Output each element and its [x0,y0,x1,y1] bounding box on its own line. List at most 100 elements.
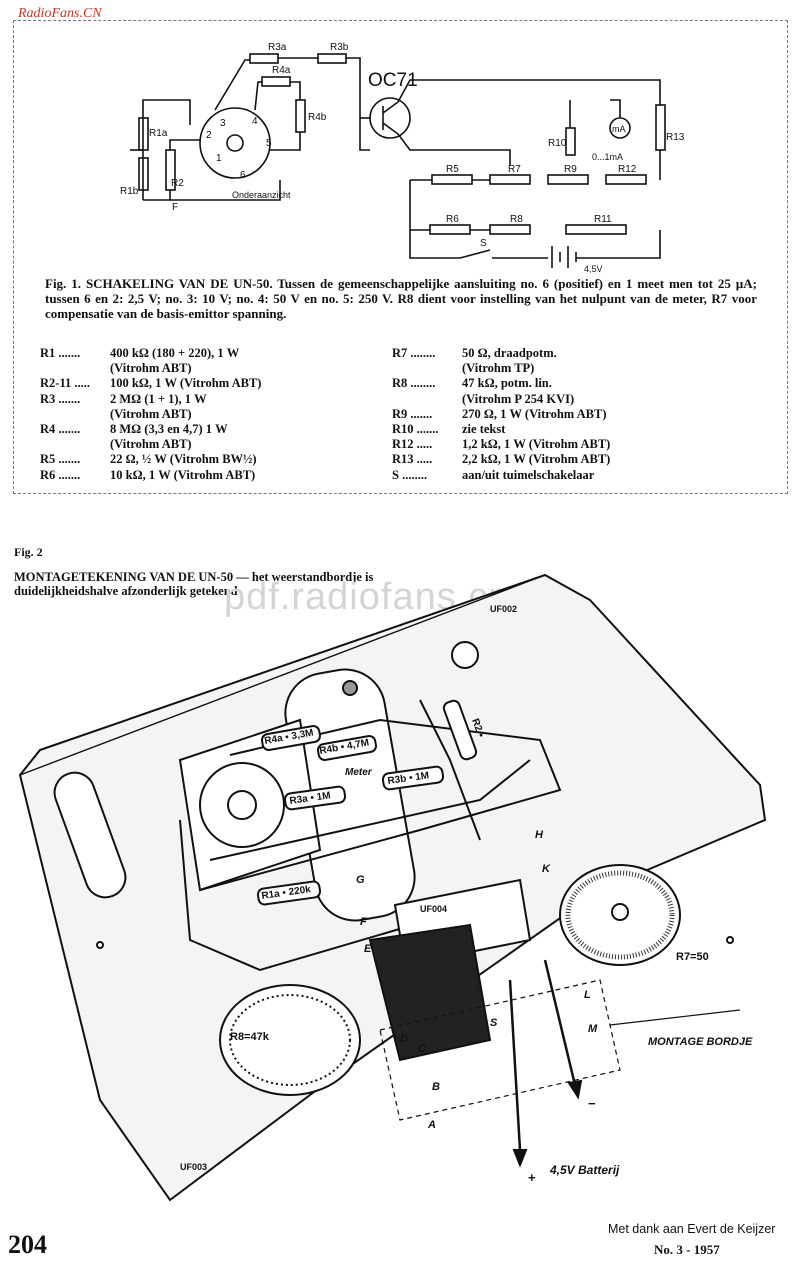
resistor-r6 [429,224,471,235]
svg-text:1: 1 [216,153,222,164]
tube-socket [199,107,271,179]
resistor-r7 [489,174,531,185]
svg-text:UF004: UF004 [420,904,447,914]
resistor-r9 [547,174,589,185]
svg-text:R3b: R3b [330,42,349,53]
svg-text:S: S [480,238,487,249]
svg-text:6: 6 [240,170,246,181]
figure-2-caption: MONTAGETEKENING VAN DE UN-50 — het weers… [14,570,374,598]
resistor-r3b [317,53,347,64]
battery-lead-plus [508,979,522,1151]
figure-2-drawing: UF002 UF004 UF003 R4a • 3,3M R4b • 4,7M … [18,573,767,1202]
svg-text:L: L [584,989,591,1001]
svg-text:3: 3 [220,118,226,129]
figure-1-schematic: OC71 R3a R3b R4a R4b R1a R1b R2 R5 R7 R9… [120,42,685,274]
svg-text:M: M [588,1023,598,1035]
resistor-r11 [565,224,627,235]
svg-text:4: 4 [252,116,258,127]
svg-text:H: H [535,829,544,841]
parts-row: R3 .......2 MΩ (1 + 1), 1 W(Vitrohm P 25… [40,391,575,406]
svg-text:R2: R2 [171,178,184,189]
parts-row: (Vitrohm ABT)R9 .......270 Ω, 1 W (Vitro… [110,406,607,421]
parts-row: (Vitrohm ABT)R12 .....1,2 kΩ, 1 W (Vitro… [110,437,611,452]
svg-text:4,5V: 4,5V [584,264,603,274]
svg-text:−: − [588,1096,596,1111]
resistor-r4a [261,725,321,751]
transformer [368,923,492,1062]
svg-text:R4b: R4b [308,112,327,123]
figure-2-label: Fig. 2 [14,545,43,559]
figure-1-frame [13,20,788,494]
svg-text:5: 5 [266,138,272,149]
meter-screw [342,680,358,696]
svg-text:R8: R8 [510,214,523,225]
svg-text:R11: R11 [594,214,612,225]
svg-text:D: D [400,1033,408,1045]
svg-text:K: K [542,863,551,875]
svg-text:2: 2 [206,130,212,141]
svg-text:R4a: R4a [272,65,291,76]
resistor-r1b [138,157,149,191]
svg-text:R5: R5 [446,164,459,175]
parts-row: R2-11 .....100 kΩ, 1 W (Vitrohm ABT)R8 .… [40,376,552,391]
svg-text:R1a: R1a [149,128,168,139]
svg-text:+: + [528,1170,536,1185]
resistor-r1a [138,117,149,151]
parts-row: (Vitrohm ABT)(Vitrohm TP) [110,361,535,376]
svg-text:B: B [432,1081,440,1093]
svg-text:R3a: R3a [268,42,287,53]
svg-text:R8=47k: R8=47k [230,1031,270,1043]
svg-text:G: G [356,874,365,886]
svg-text:R6: R6 [446,214,459,225]
resistor-r5 [431,174,473,185]
figure-1-caption: Fig. 1. SCHAKELING VAN DE UN-50. Tussen … [45,276,757,321]
svg-text:R7=50: R7=50 [676,951,709,963]
svg-text:S: S [490,1017,498,1029]
resistor-r12 [605,174,647,185]
resistor-r1a [256,880,322,906]
resistor-r4b [317,735,377,761]
svg-text:4,5V Batterij: 4,5V Batterij [549,1163,620,1177]
svg-text:E: E [364,943,372,955]
page-number: 204 [8,1230,47,1259]
svg-text:0...1mA: 0...1mA [592,152,623,162]
svg-text:C: C [418,1043,427,1055]
transistor-oc71 [369,97,411,139]
resistor-r2 [442,699,478,761]
svg-text:Onderaanzicht: Onderaanzicht [232,190,291,200]
site-watermark: RadioFans.CN [18,6,102,21]
montage-board-outline [379,979,621,1121]
resistor-r8 [489,224,531,235]
svg-text:MONTAGE BORDJE: MONTAGE BORDJE [648,1036,753,1048]
svg-text:Meter: Meter [345,767,373,778]
svg-text:UF002: UF002 [490,604,517,614]
chassis-hole [451,641,479,669]
svg-text:R9: R9 [564,164,577,175]
resistor-r3a [249,53,279,64]
resistor-r4a [261,76,291,87]
chassis-slot [53,771,127,899]
oc71-label: OC71 [368,70,418,91]
resistor-r4b [295,99,306,133]
potentiometer-r8 [219,984,361,1096]
parts-row: R6 .......10 kΩ, 1 W (Vitrohm ABT)S ....… [40,467,595,482]
credit-line: Met dank aan Evert de Keijzer [608,1222,776,1236]
svg-text:F: F [360,916,367,928]
battery-lead-minus [543,959,577,1086]
svg-text:R13: R13 [666,132,685,143]
svg-text:A: A [427,1119,436,1131]
resistor-r3b [381,765,445,791]
svg-text:R12: R12 [618,164,637,175]
svg-text:R1b: R1b [120,186,139,197]
parts-row: R5 .......22 Ω, ½ W (Vitrohm BW½)R13 ...… [40,452,611,467]
svg-text:F: F [172,202,178,213]
svg-text:R10: R10 [548,138,567,149]
resistor-r13 [655,104,666,151]
svg-text:mA: mA [612,124,626,134]
svg-text:UF003: UF003 [180,1162,207,1172]
resistor-r10 [565,127,576,156]
issue-info: No. 3 - 1957 [654,1242,720,1257]
